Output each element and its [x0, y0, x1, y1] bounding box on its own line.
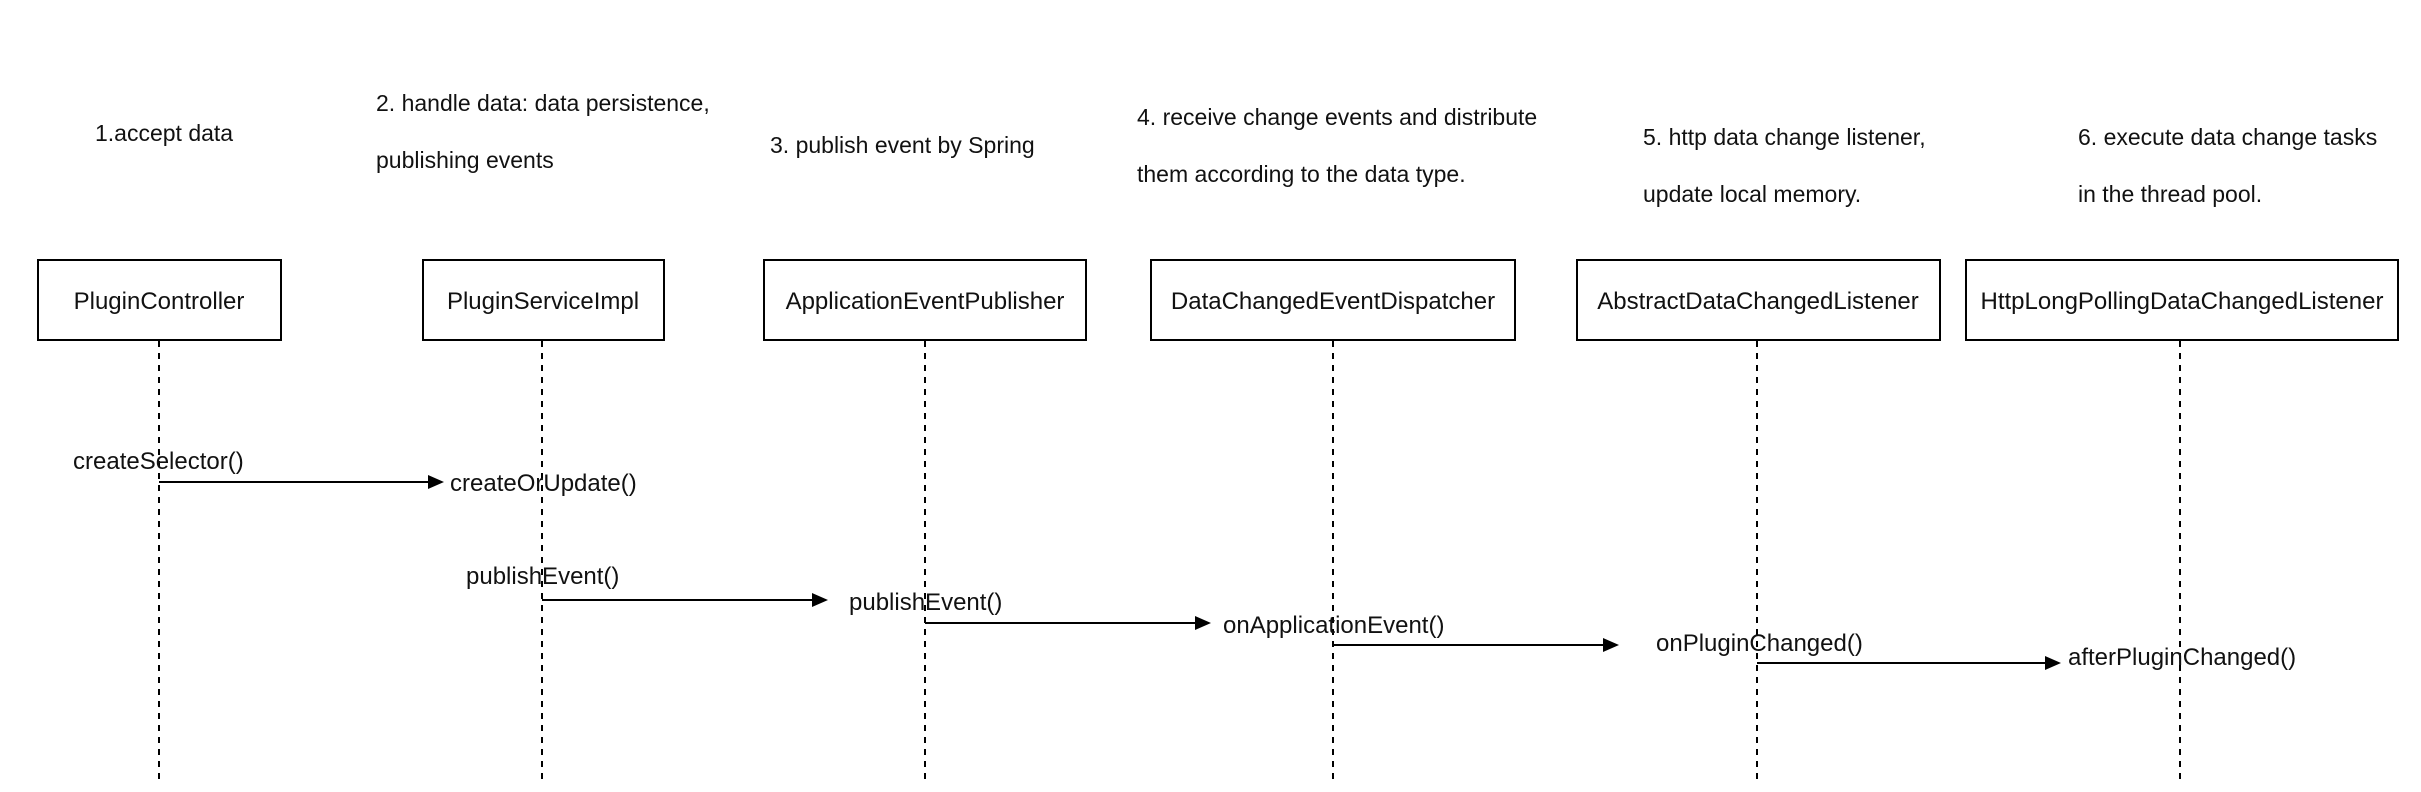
- participant-label: HttpLongPollingDataChangedListener: [1981, 288, 2384, 315]
- participant-label: ApplicationEventPublisher: [786, 288, 1065, 315]
- arrow-head-icon: [1603, 638, 1619, 652]
- participant-box: [763, 259, 1087, 341]
- note-3-line-1: 3. publish event by Spring: [770, 132, 1035, 158]
- note-4-line-1: 4. receive change events and distribute: [1137, 104, 1537, 130]
- participant-abstract-data-changed-listener: AbstractDataChangedListener: [1576, 259, 1941, 341]
- note-6-line-1: 6. execute data change tasks: [2078, 124, 2377, 150]
- participant-plugin-controller: PluginController: [37, 259, 282, 341]
- note-2-line-2: publishing events: [376, 147, 554, 173]
- participant-box: [1150, 259, 1516, 341]
- arrow-head-icon: [2045, 656, 2061, 670]
- arrow-head-icon: [1195, 616, 1211, 630]
- activation-label-publish-event: publishEvent(): [849, 589, 1002, 616]
- message-on-plugin-changed: onPluginChanged(): [1333, 630, 1863, 657]
- participant-box: [1965, 259, 2399, 341]
- note-1-line-1: 1.accept data: [95, 120, 233, 146]
- activation-label-create-or-update: createOrUpdate(): [450, 470, 637, 497]
- message-label: onApplicationEvent(): [1223, 612, 1444, 639]
- note-6-line-2: in the thread pool.: [2078, 181, 2262, 207]
- message-label: publishEvent(): [466, 563, 619, 590]
- notes: 1.accept data 2. handle data: data persi…: [95, 90, 2377, 207]
- note-5-line-2: update local memory.: [1643, 181, 1861, 207]
- participant-label: PluginController: [74, 288, 245, 315]
- participant-plugin-service-impl: PluginServiceImpl: [422, 259, 665, 341]
- message-label: onPluginChanged(): [1656, 630, 1863, 657]
- note-2-line-1: 2. handle data: data persistence,: [376, 90, 710, 116]
- messages: createSelector() createOrUpdate() publis…: [73, 448, 2296, 671]
- participants: PluginController PluginServiceImpl Appli…: [37, 259, 2399, 341]
- message-publish-event: publishEvent(): [466, 563, 828, 607]
- participant-label: AbstractDataChangedListener: [1597, 288, 1919, 315]
- message-after-plugin-changed: [1757, 656, 2061, 670]
- participant-box: [37, 259, 282, 341]
- arrow-head-icon: [812, 593, 828, 607]
- participant-label: DataChangedEventDispatcher: [1171, 288, 1495, 315]
- note-5-line-1: 5. http data change listener,: [1643, 124, 1926, 150]
- participant-data-changed-event-dispatcher: DataChangedEventDispatcher: [1150, 259, 1516, 341]
- message-label: createSelector(): [73, 448, 244, 475]
- activation-label-after-plugin-changed: afterPluginChanged(): [2068, 644, 2296, 671]
- participant-http-long-polling-data-changed-listener: HttpLongPollingDataChangedListener: [1965, 259, 2399, 341]
- participant-box: [1576, 259, 1941, 341]
- participant-application-event-publisher: ApplicationEventPublisher: [763, 259, 1087, 341]
- participant-box: [422, 259, 665, 341]
- message-create-selector: createSelector(): [73, 448, 444, 489]
- lifelines: [158, 341, 2181, 780]
- message-on-application-event: onApplicationEvent(): [925, 612, 1444, 639]
- note-4-line-2: them according to the data type.: [1137, 161, 1466, 187]
- arrow-head-icon: [428, 475, 444, 489]
- participant-label: PluginServiceImpl: [447, 288, 639, 315]
